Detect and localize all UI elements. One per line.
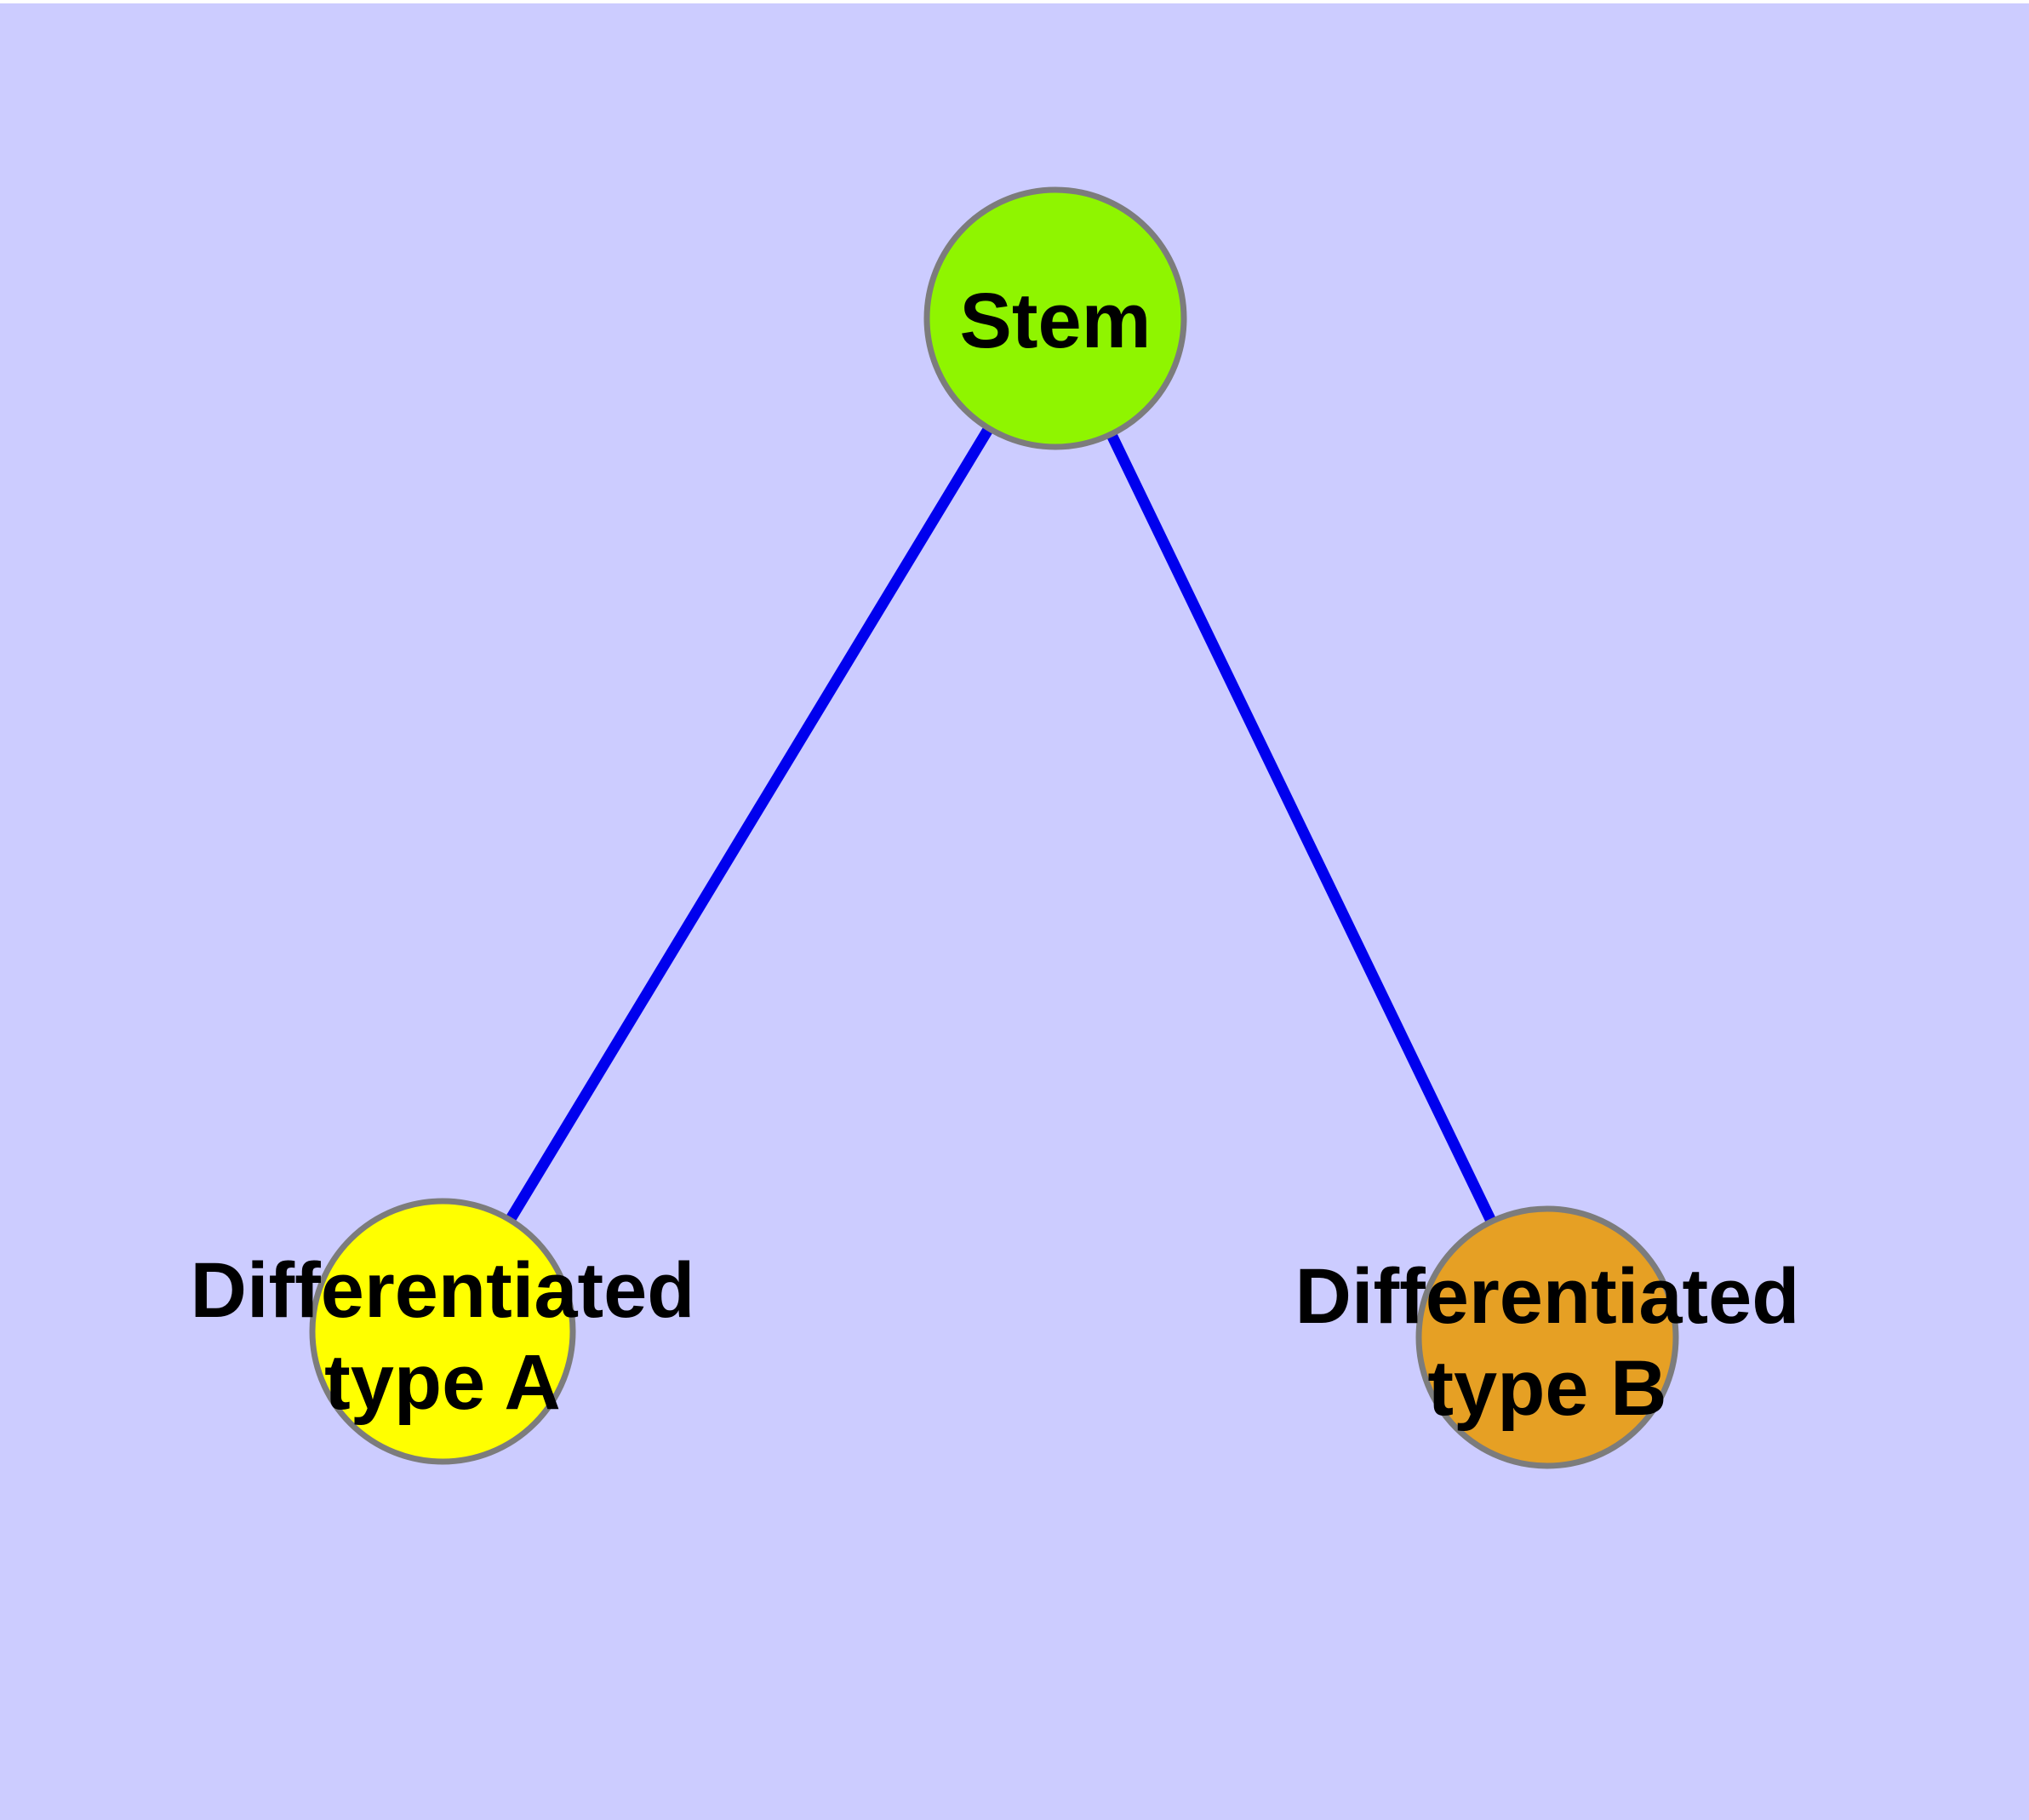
type-a-label-line1: Differentiated (191, 1247, 695, 1334)
type-b-node-circle (1415, 1205, 1679, 1469)
stem-node-circle (923, 186, 1187, 450)
stem-node-label: Stem (960, 278, 1152, 364)
type-a-label-line2: type A (324, 1339, 561, 1426)
stem-node-label-text: Stem (960, 278, 1152, 364)
edge-stem-to-type-b (1050, 316, 1552, 1340)
type-b-label-line1: Differentiated (1295, 1253, 1800, 1340)
edge-stem-to-type-a (437, 315, 1060, 1335)
type-b-label-line2: type B (1427, 1345, 1666, 1432)
type-a-node-circle (309, 1198, 576, 1465)
top-margin-strip (0, 0, 2029, 3)
